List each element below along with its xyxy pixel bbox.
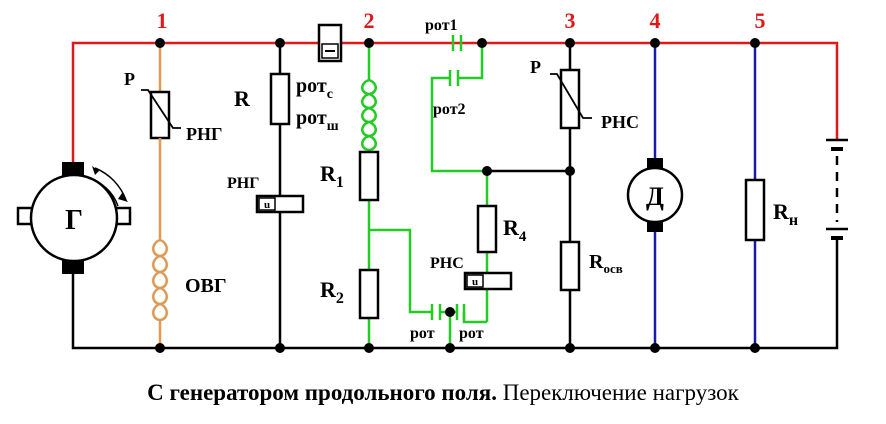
- node-1-label: 1: [157, 8, 168, 33]
- rnc-coil-label: РНС: [430, 255, 464, 272]
- resistor-r4: [476, 204, 498, 254]
- node-5-label: 5: [755, 8, 766, 33]
- rot-right-label: рот: [459, 325, 484, 342]
- motor-label: Д: [646, 182, 664, 211]
- resistor-r1: [358, 150, 380, 202]
- r1-label: R1: [320, 161, 344, 191]
- generator-label: Г: [65, 205, 83, 236]
- branch-r4: u R4 РНС рот рот: [410, 171, 527, 348]
- rot-c-label: ротс: [296, 75, 333, 102]
- r2-label: R2: [320, 277, 344, 307]
- branch-r-rng: u R РНГ: [227, 43, 305, 348]
- rng-p-label: Р: [124, 69, 135, 89]
- r-label: R: [234, 86, 251, 111]
- rot-left-label: рот: [410, 325, 435, 342]
- node-numbers: 1 2 3 4 5: [157, 8, 766, 33]
- motor: Д: [626, 43, 684, 348]
- generator: Г: [16, 162, 132, 274]
- branch-rot-sh: ротш R1 R2: [296, 43, 432, 348]
- branch-ovg: Р РНГ ОВГ: [124, 43, 227, 348]
- r4-label: R4: [503, 215, 527, 245]
- rng-coil-label: РНГ: [227, 175, 259, 192]
- junctions: [155, 38, 760, 353]
- rnc-rheostat: [559, 68, 581, 130]
- caption: С генератором продольного поля. Переключ…: [147, 380, 740, 405]
- rosv-label: Rосв: [589, 251, 623, 276]
- load-resistor: Rн: [744, 43, 798, 348]
- top-bus: [71, 41, 839, 162]
- rot-c-relay: ротс: [296, 23, 343, 102]
- caption-bold: С генератором продольного поля.: [147, 380, 497, 405]
- rot-sh-label: ротш: [296, 107, 339, 134]
- rnc-label: РНС: [601, 112, 639, 132]
- resistor-r2: [358, 268, 380, 320]
- rng-label: РНГ: [186, 124, 222, 144]
- resistor-rosv: [559, 240, 581, 292]
- rng-coil-u: u: [264, 199, 270, 211]
- rot-contacts: рот1 рот2: [425, 17, 487, 173]
- node-3-label: 3: [565, 8, 576, 33]
- caption-rest: Переключение нагрузок: [497, 380, 740, 405]
- rnc-coil-u: u: [472, 276, 478, 288]
- rot1-label: рот1: [425, 17, 458, 34]
- resistor-r: [269, 72, 291, 126]
- resistor-rn: [744, 178, 766, 242]
- rot2-label: рот2: [433, 101, 466, 118]
- rnc-p-label: Р: [530, 57, 541, 77]
- branch-rnc: Р РНС Rосв: [487, 43, 639, 348]
- node-4-label: 4: [650, 8, 661, 33]
- ovg-label: ОВГ: [185, 275, 227, 297]
- node-2-label: 2: [364, 8, 375, 33]
- battery: [826, 138, 848, 240]
- rn-label: Rн: [773, 199, 798, 229]
